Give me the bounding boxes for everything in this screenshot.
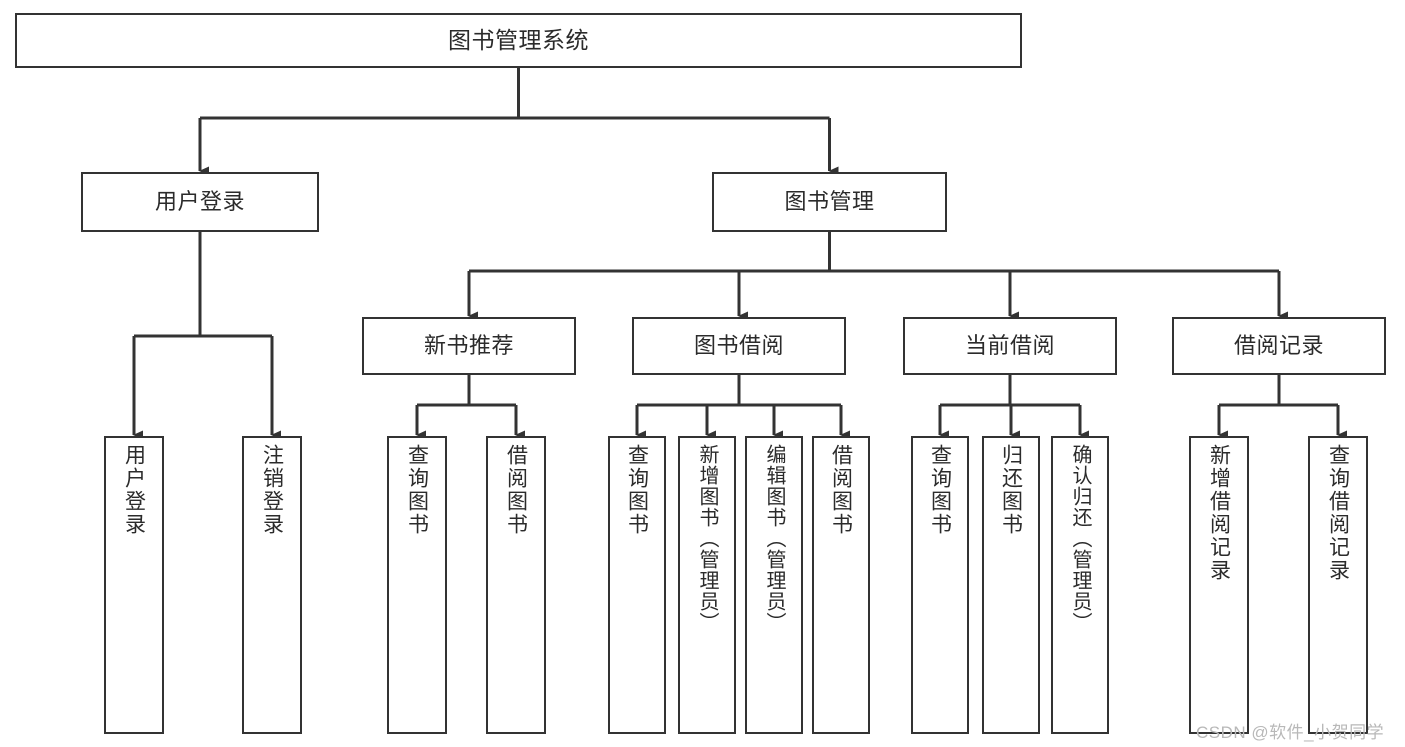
node-label: 确认归还（管理员）: [1069, 444, 1091, 633]
node-book-borrow[interactable]: 图书借阅: [632, 317, 846, 375]
node-label: 当前借阅: [964, 333, 1055, 359]
node-new-book-recommend[interactable]: 新书推荐: [362, 317, 576, 375]
node-leaf-confirm-return-admin[interactable]: 确认归还（管理员）: [1051, 436, 1109, 734]
node-label: 借阅记录: [1233, 333, 1324, 359]
node-leaf-query-book-current[interactable]: 查询图书: [911, 436, 969, 734]
node-borrow-record[interactable]: 借阅记录: [1172, 317, 1386, 375]
node-leaf-borrow-book-rec[interactable]: 借阅图书: [486, 436, 546, 734]
node-label: 新增图书（管理员）: [696, 444, 718, 633]
node-label: 归还图书: [999, 444, 1023, 536]
node-leaf-add-book-admin[interactable]: 新增图书（管理员）: [678, 436, 736, 734]
node-label: 借阅图书: [829, 444, 853, 536]
node-leaf-return-book[interactable]: 归还图书: [982, 436, 1040, 734]
node-label: 用户登录: [154, 189, 245, 215]
node-leaf-query-book-borrow[interactable]: 查询图书: [608, 436, 666, 734]
node-leaf-borrow-book[interactable]: 借阅图书: [812, 436, 870, 734]
node-label: 图书管理: [784, 189, 875, 215]
node-leaf-user-logout[interactable]: 注销登录: [242, 436, 302, 734]
node-leaf-edit-book-admin[interactable]: 编辑图书（管理员）: [745, 436, 803, 734]
node-leaf-user-login[interactable]: 用户登录: [104, 436, 164, 734]
node-leaf-add-borrow-record[interactable]: 新增借阅记录: [1189, 436, 1249, 734]
node-label: 查询借阅记录: [1326, 444, 1350, 582]
node-label: 新书推荐: [423, 333, 514, 359]
node-user-login[interactable]: 用户登录: [81, 172, 319, 232]
node-label: 注销登录: [260, 444, 284, 536]
node-label: 用户登录: [122, 444, 146, 536]
node-label: 借阅图书: [504, 444, 528, 536]
node-label: 编辑图书（管理员）: [763, 444, 785, 633]
node-root[interactable]: 图书管理系统: [15, 13, 1022, 68]
node-label: 新增借阅记录: [1207, 444, 1231, 582]
node-leaf-query-borrow-record[interactable]: 查询借阅记录: [1308, 436, 1368, 734]
node-label: 图书借阅: [693, 333, 784, 359]
node-book-manage[interactable]: 图书管理: [712, 172, 947, 232]
node-label: 查询图书: [928, 444, 952, 536]
node-label: 查询图书: [625, 444, 649, 536]
node-label: 查询图书: [405, 444, 429, 536]
node-leaf-query-book-rec[interactable]: 查询图书: [387, 436, 447, 734]
node-label: 图书管理系统: [448, 26, 589, 53]
node-current-borrow[interactable]: 当前借阅: [903, 317, 1117, 375]
